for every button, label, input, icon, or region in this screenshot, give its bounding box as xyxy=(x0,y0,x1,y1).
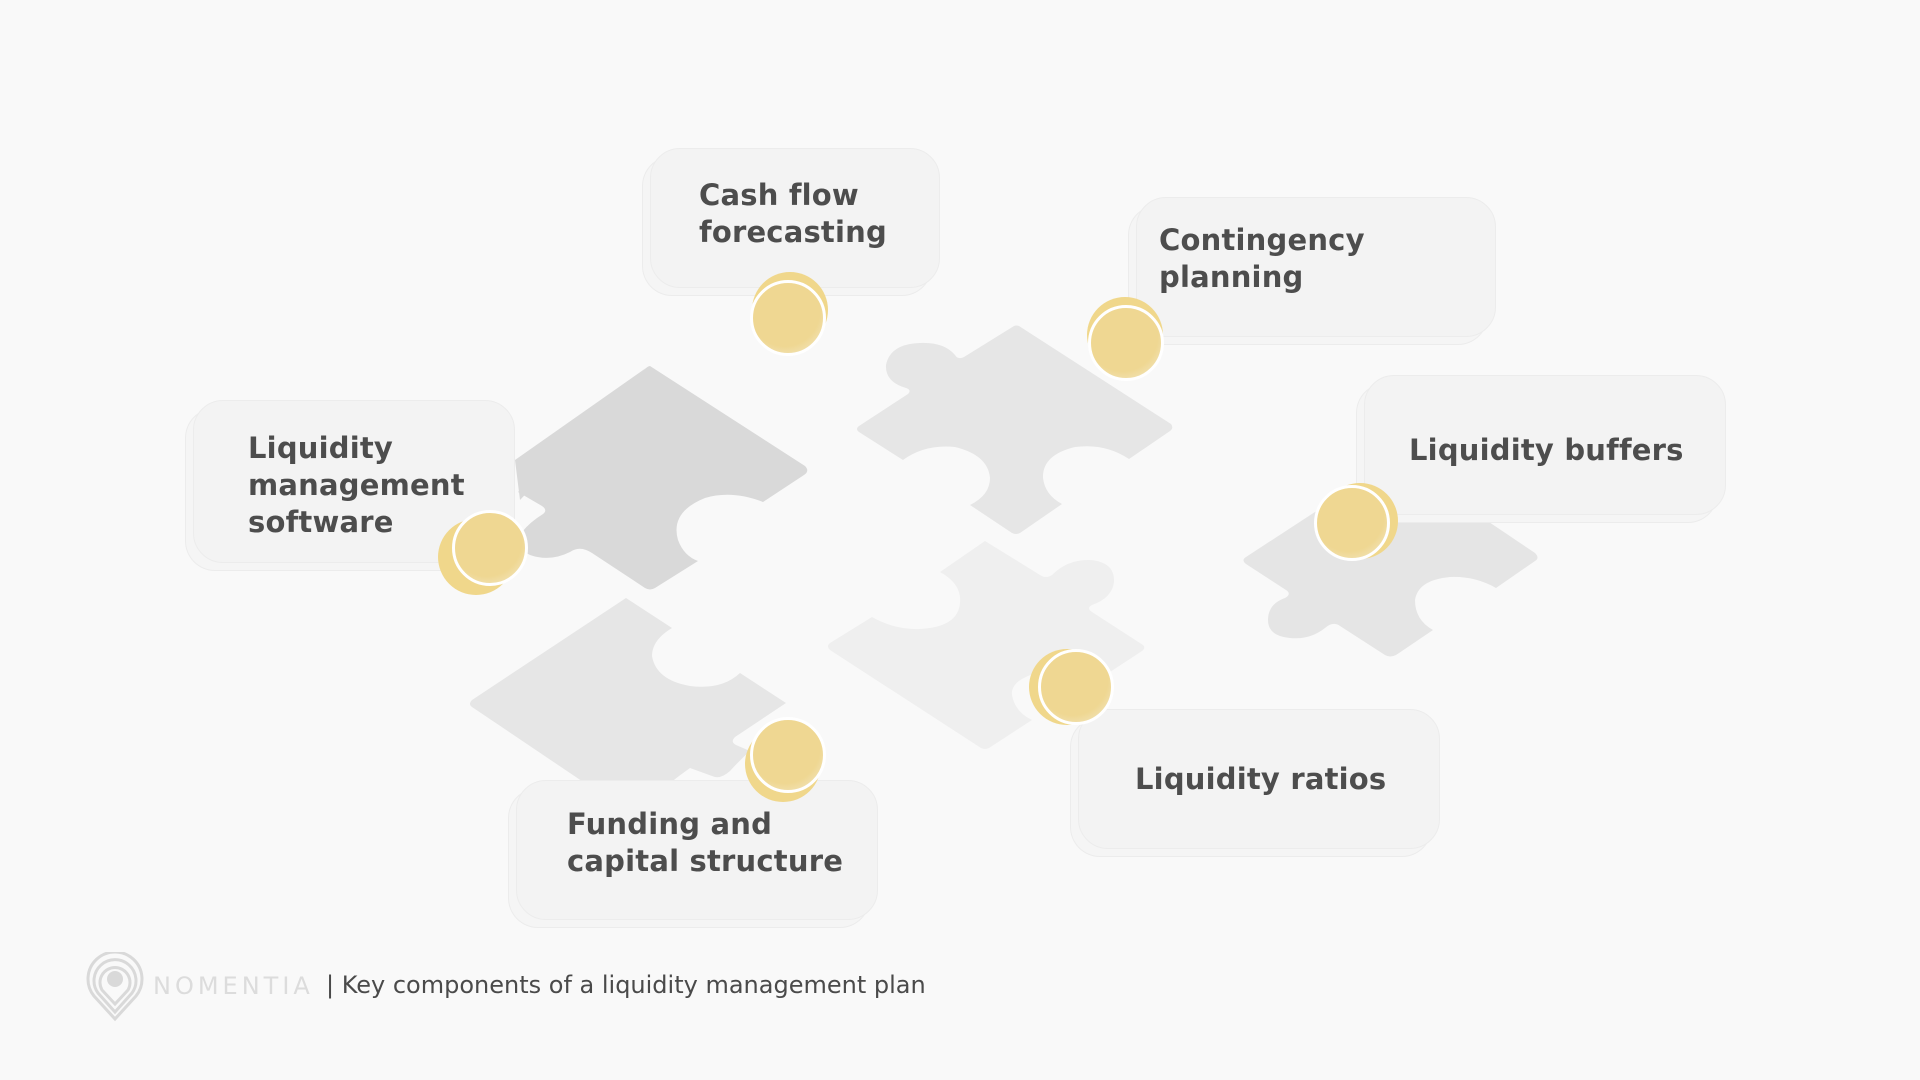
component-label: Liquidity management software xyxy=(248,431,465,539)
coin-icon xyxy=(1029,649,1114,725)
puzzle-piece-icon xyxy=(828,541,1145,749)
puzzle-piece-icon xyxy=(515,366,808,590)
coin-icon xyxy=(438,510,528,595)
puzzle-piece-icon xyxy=(1243,510,1538,657)
component-card-funding-and-capital-structure: Funding and capital structure xyxy=(516,780,878,920)
puzzle-piece-icon xyxy=(470,598,786,810)
component-label: Cash flow forecasting xyxy=(699,178,887,249)
component-card-contingency-planning: Contingency planning xyxy=(1136,197,1496,337)
component-card-liquidity-management-software: Liquidity management software xyxy=(193,400,515,563)
component-card-liquidity-ratios: Liquidity ratios xyxy=(1078,709,1440,849)
brand-name: NOMENTIA xyxy=(153,972,314,1000)
diagram-caption: | Key components of a liquidity manageme… xyxy=(326,971,926,999)
coin-icon xyxy=(745,717,826,802)
component-card-cash-flow-forecasting: Cash flow forecasting xyxy=(650,148,940,288)
component-label: Liquidity ratios xyxy=(1135,762,1387,796)
location-pin-icon xyxy=(86,952,144,1022)
component-label: Liquidity buffers xyxy=(1409,433,1684,467)
component-label: Funding and capital structure xyxy=(567,807,844,878)
coin-icon xyxy=(1314,483,1398,561)
component-label: Contingency planning xyxy=(1159,223,1365,294)
component-card-liquidity-buffers: Liquidity buffers xyxy=(1364,375,1726,515)
coin-icon xyxy=(750,272,828,356)
coin-icon xyxy=(1087,297,1164,381)
puzzle-piece-icon xyxy=(857,325,1173,534)
